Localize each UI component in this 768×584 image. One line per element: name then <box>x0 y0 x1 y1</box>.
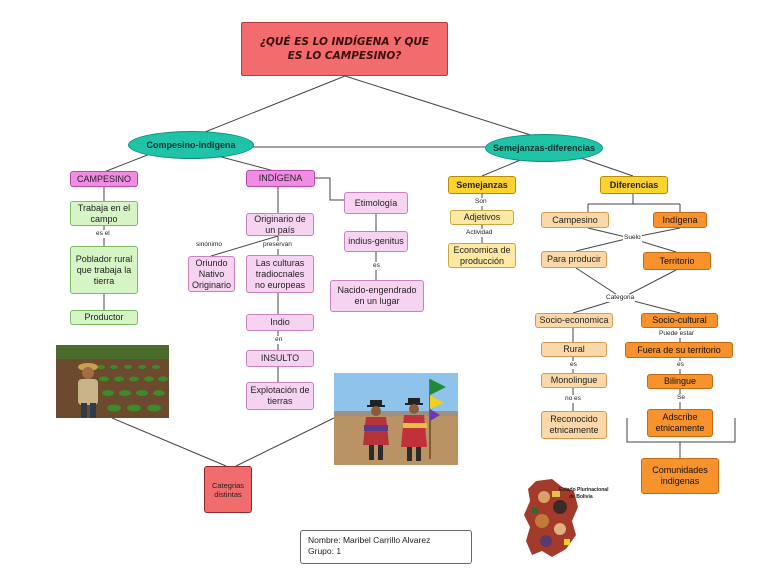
connector-es2: es <box>569 361 578 369</box>
oriundo-node: Oriundo Nativo Originario <box>188 256 235 292</box>
adscribe-node: Adscribe etnicamente <box>647 409 713 437</box>
productor-node: Productor <box>70 310 138 325</box>
connector-es: es <box>372 262 381 270</box>
trabaja-node: Trabaja en el campo <box>70 201 138 226</box>
territorio-node: Territorio <box>643 252 711 270</box>
semejanzas-diferencias-node: Semejanzas-diferencias <box>485 134 603 162</box>
reconocido-node: Reconocido etnicamente <box>541 411 607 439</box>
connector-puede-estar: Puede estar <box>658 330 696 338</box>
connector-sinonimo: sinónimo <box>195 241 224 249</box>
connector-es-el: es el <box>95 230 111 238</box>
connector-no-es: no es <box>564 395 582 403</box>
diferencias-node: Diferencias <box>600 176 668 194</box>
connector-categoria: Categoria <box>605 294 636 302</box>
indigena-node: INDÍGENA <box>246 170 315 187</box>
author-box: Nombre: Maribel Carrillo Alvarez Grupo: … <box>300 530 472 564</box>
bolivia-map-logo <box>522 477 580 559</box>
connector-se: Se <box>676 394 686 402</box>
campesino-node: CAMPESINO <box>70 171 138 187</box>
group-number: Grupo: 1 <box>308 546 342 556</box>
explotacion-node: Explotación de tierras <box>246 382 314 410</box>
bilingue-node: Bilingue <box>647 374 713 389</box>
poblador-node: Poblador rural que trabaja la tierra <box>70 246 138 294</box>
culturas-node: Las culturas tradiocnales no europeas <box>246 255 314 293</box>
economica-node: Economica de producción <box>448 243 516 268</box>
connector-son: Son <box>474 198 488 206</box>
etimologia-node: Etimología <box>344 192 408 214</box>
farmer-photo <box>56 345 169 418</box>
page-title: ¿QUÉ ES LO INDÍGENA Y QUE ES LO CAMPESIN… <box>241 22 448 76</box>
d-campesino-node: Campesino <box>541 212 609 228</box>
connector-es3: es <box>676 361 685 369</box>
rural-node: Rural <box>541 342 607 357</box>
semejanzas-node: Semejanzas <box>448 176 516 194</box>
nacido-node: Nacido-engendrado en un lugar <box>330 280 424 312</box>
indigenous-people-photo <box>334 373 458 465</box>
logo-line1: Estado Plurinacional <box>559 487 609 493</box>
connector-preservan: preservan <box>262 241 293 249</box>
comunidades-node: Comunidades indigenas <box>641 458 719 494</box>
campesino-indigena-node: Compesino-indigena <box>128 131 254 159</box>
socio-economica-node: Socio-economica <box>535 313 613 328</box>
indio-node: Indio <box>246 314 314 331</box>
fuera-node: Fuera de su territorio <box>625 342 733 358</box>
categorias-node: Categrias distintas <box>204 466 252 513</box>
d-indigena-node: Indígena <box>653 212 707 228</box>
connector-suelo: Suelo <box>623 234 642 242</box>
author-name: Nombre: Maribel Carrillo Alvarez <box>308 535 431 545</box>
connector-en: en <box>274 336 284 344</box>
originario-node: Originario de un país <box>246 213 314 236</box>
logo-line2: de Bolivia <box>569 494 593 500</box>
connector-actividad: Actividad <box>465 229 494 237</box>
indius-node: indius-genitus <box>344 231 408 252</box>
adjetivos-node: Adjetivos <box>450 210 514 225</box>
insulto-node: INSULTO <box>246 350 314 367</box>
para-producir-node: Para producir <box>541 251 607 268</box>
socio-cultural-node: Socio-cultural <box>641 313 718 328</box>
monolingue-node: Monolingue <box>541 373 607 388</box>
